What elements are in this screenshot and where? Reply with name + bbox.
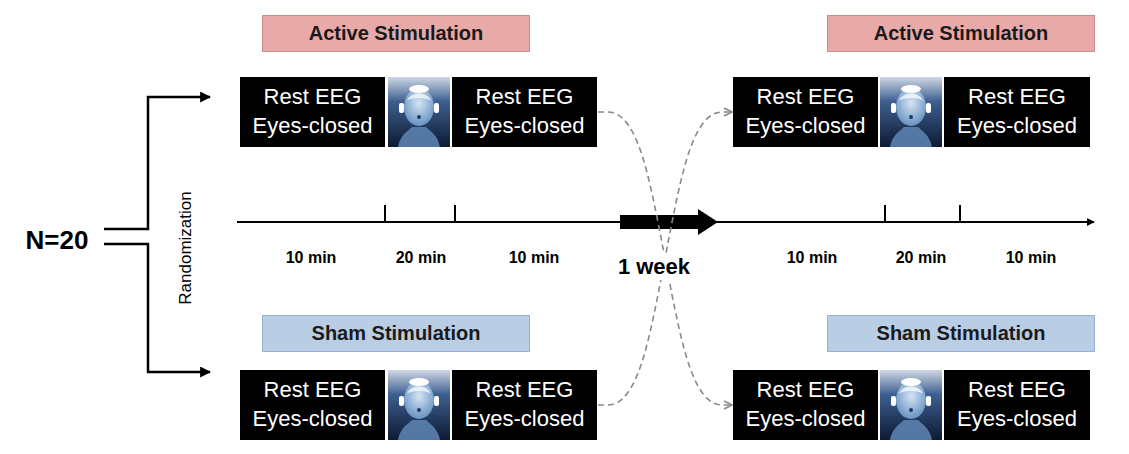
condition-box: Sham Stimulation (827, 315, 1095, 352)
condition-label: Active Stimulation (309, 22, 483, 45)
duration-label: 20 min (396, 249, 447, 267)
crossover-arrow (598, 112, 732, 405)
eeg-label: Rest EEG Eyes-closed (247, 376, 379, 433)
eeg-label: Rest EEG Eyes-closed (247, 83, 379, 140)
head-illustration (388, 370, 450, 440)
randomization-label: Randomization (176, 191, 196, 304)
condition-box: Active Stimulation (262, 15, 530, 52)
eeg-label: Rest EEG Eyes-closed (459, 83, 591, 140)
crossover-arrow (598, 112, 732, 405)
condition-box: Sham Stimulation (262, 315, 530, 352)
head-illustration (388, 77, 450, 147)
eeg-box: Rest EEG Eyes-closed (733, 370, 878, 440)
duration-label: 20 min (896, 249, 947, 267)
eeg-box: Rest EEG Eyes-closed (733, 77, 878, 147)
eeg-box: Rest EEG Eyes-closed (452, 77, 597, 147)
condition-label: Sham Stimulation (877, 322, 1046, 345)
timeline (237, 205, 1094, 235)
randomization-branch (104, 97, 210, 372)
duration-label: 10 min (286, 249, 337, 267)
eeg-box: Rest EEG Eyes-closed (944, 77, 1090, 147)
head-illustration (880, 370, 942, 440)
condition-label: Sham Stimulation (312, 322, 481, 345)
duration-label: 10 min (1006, 249, 1057, 267)
eeg-label: Rest EEG Eyes-closed (740, 83, 872, 140)
eeg-label: Rest EEG Eyes-closed (951, 83, 1083, 140)
head-illustration (880, 77, 942, 147)
eeg-box: Rest EEG Eyes-closed (452, 370, 597, 440)
eeg-label: Rest EEG Eyes-closed (740, 376, 872, 433)
eeg-box: Rest EEG Eyes-closed (240, 77, 385, 147)
sample-size: N=20 (26, 225, 89, 256)
eeg-box: Rest EEG Eyes-closed (944, 370, 1090, 440)
condition-box: Active Stimulation (827, 15, 1095, 52)
duration-label: 10 min (787, 249, 838, 267)
eeg-label: Rest EEG Eyes-closed (459, 376, 591, 433)
duration-label: 10 min (509, 249, 560, 267)
washout-label: 1 week (614, 254, 694, 280)
eeg-box: Rest EEG Eyes-closed (240, 370, 385, 440)
eeg-label: Rest EEG Eyes-closed (951, 376, 1083, 433)
condition-label: Active Stimulation (874, 22, 1048, 45)
